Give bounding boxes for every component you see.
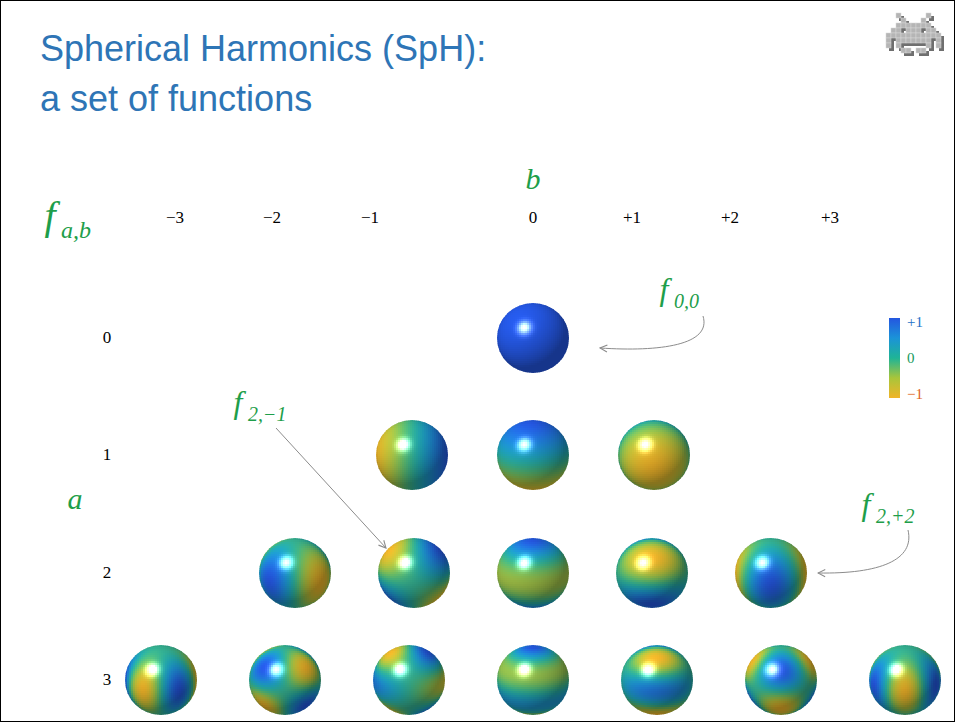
callout-symbol: f (862, 487, 871, 522)
colorbar-value: 0 (907, 350, 915, 367)
row-number: 2 (103, 564, 112, 583)
column-number: +2 (721, 209, 739, 228)
slide-title: Spherical Harmonics (SpH): a set of func… (40, 24, 502, 124)
callout-subscript: 2,+2 (876, 505, 915, 527)
harmonic-sphere (869, 645, 941, 715)
leader-line (600, 316, 704, 349)
harmonic-sphere (735, 538, 807, 608)
harmonic-sphere (616, 538, 688, 608)
harmonic-sphere (249, 645, 321, 715)
column-number: +1 (623, 209, 641, 228)
callout-symbol: f (660, 272, 669, 307)
harmonic-sphere (259, 538, 331, 608)
column-number: −1 (361, 209, 379, 228)
column-number: 0 (529, 209, 538, 228)
harmonic-sphere (125, 645, 197, 715)
function-subscript: a,b (61, 217, 91, 243)
harmonic-sphere (621, 645, 693, 715)
harmonic-sphere (497, 645, 569, 715)
row-number: 3 (103, 671, 112, 690)
callout-symbol: f (234, 385, 243, 420)
harmonic-sphere (618, 420, 690, 490)
harmonic-sphere (373, 645, 445, 715)
column-number: −3 (166, 209, 184, 228)
column-number: −2 (263, 209, 281, 228)
callout-subscript: 0,0 (674, 290, 699, 312)
leader-line (818, 530, 909, 573)
harmonic-sphere (497, 420, 569, 490)
sphere-grid (125, 303, 941, 715)
colorbar (889, 318, 900, 398)
harmonic-sphere (497, 303, 569, 373)
axis-name: b (526, 162, 541, 195)
harmonic-sphere (376, 420, 448, 490)
colorbar-value: +1 (907, 314, 923, 331)
column-number: +3 (821, 209, 839, 228)
row-number: 1 (103, 446, 112, 465)
callout-subscript: 2,−1 (248, 403, 287, 425)
colorbar-value: −1 (907, 386, 923, 403)
space-invader-icon (886, 13, 944, 56)
function-symbol: f (44, 194, 55, 238)
harmonic-sphere (378, 538, 450, 608)
harmonic-sphere (745, 645, 817, 715)
row-number: 0 (103, 329, 112, 348)
axis-name: a (68, 482, 83, 515)
leader-line (276, 428, 386, 548)
harmonic-sphere (497, 538, 569, 608)
